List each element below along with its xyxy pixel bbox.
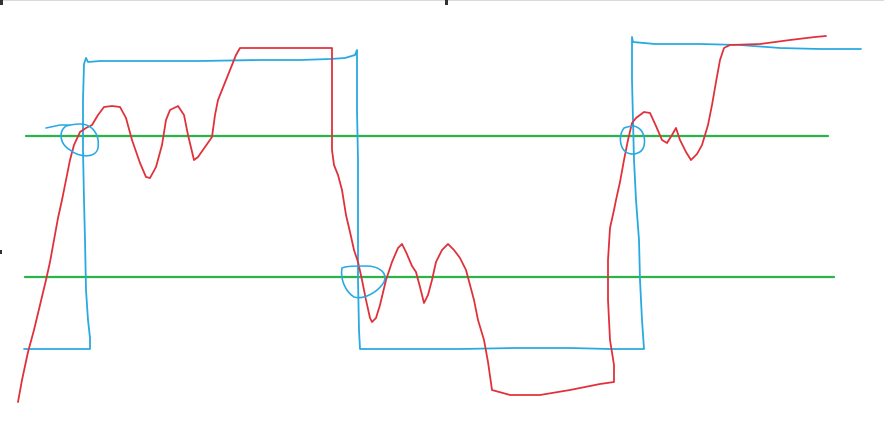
crossing-circle-3 bbox=[619, 125, 646, 155]
signal-curve bbox=[17, 35, 827, 403]
crossing-circle-1 bbox=[60, 123, 100, 157]
corner-tick-mark bbox=[0, 0, 3, 5]
output-square-wave bbox=[23, 36, 862, 350]
output-edge-stroke bbox=[45, 124, 71, 129]
crossing-circle-2 bbox=[340, 265, 386, 299]
top-border-line bbox=[0, 0, 884, 1]
left-tick-mark bbox=[0, 250, 2, 254]
top-tick-mark bbox=[445, 0, 448, 5]
